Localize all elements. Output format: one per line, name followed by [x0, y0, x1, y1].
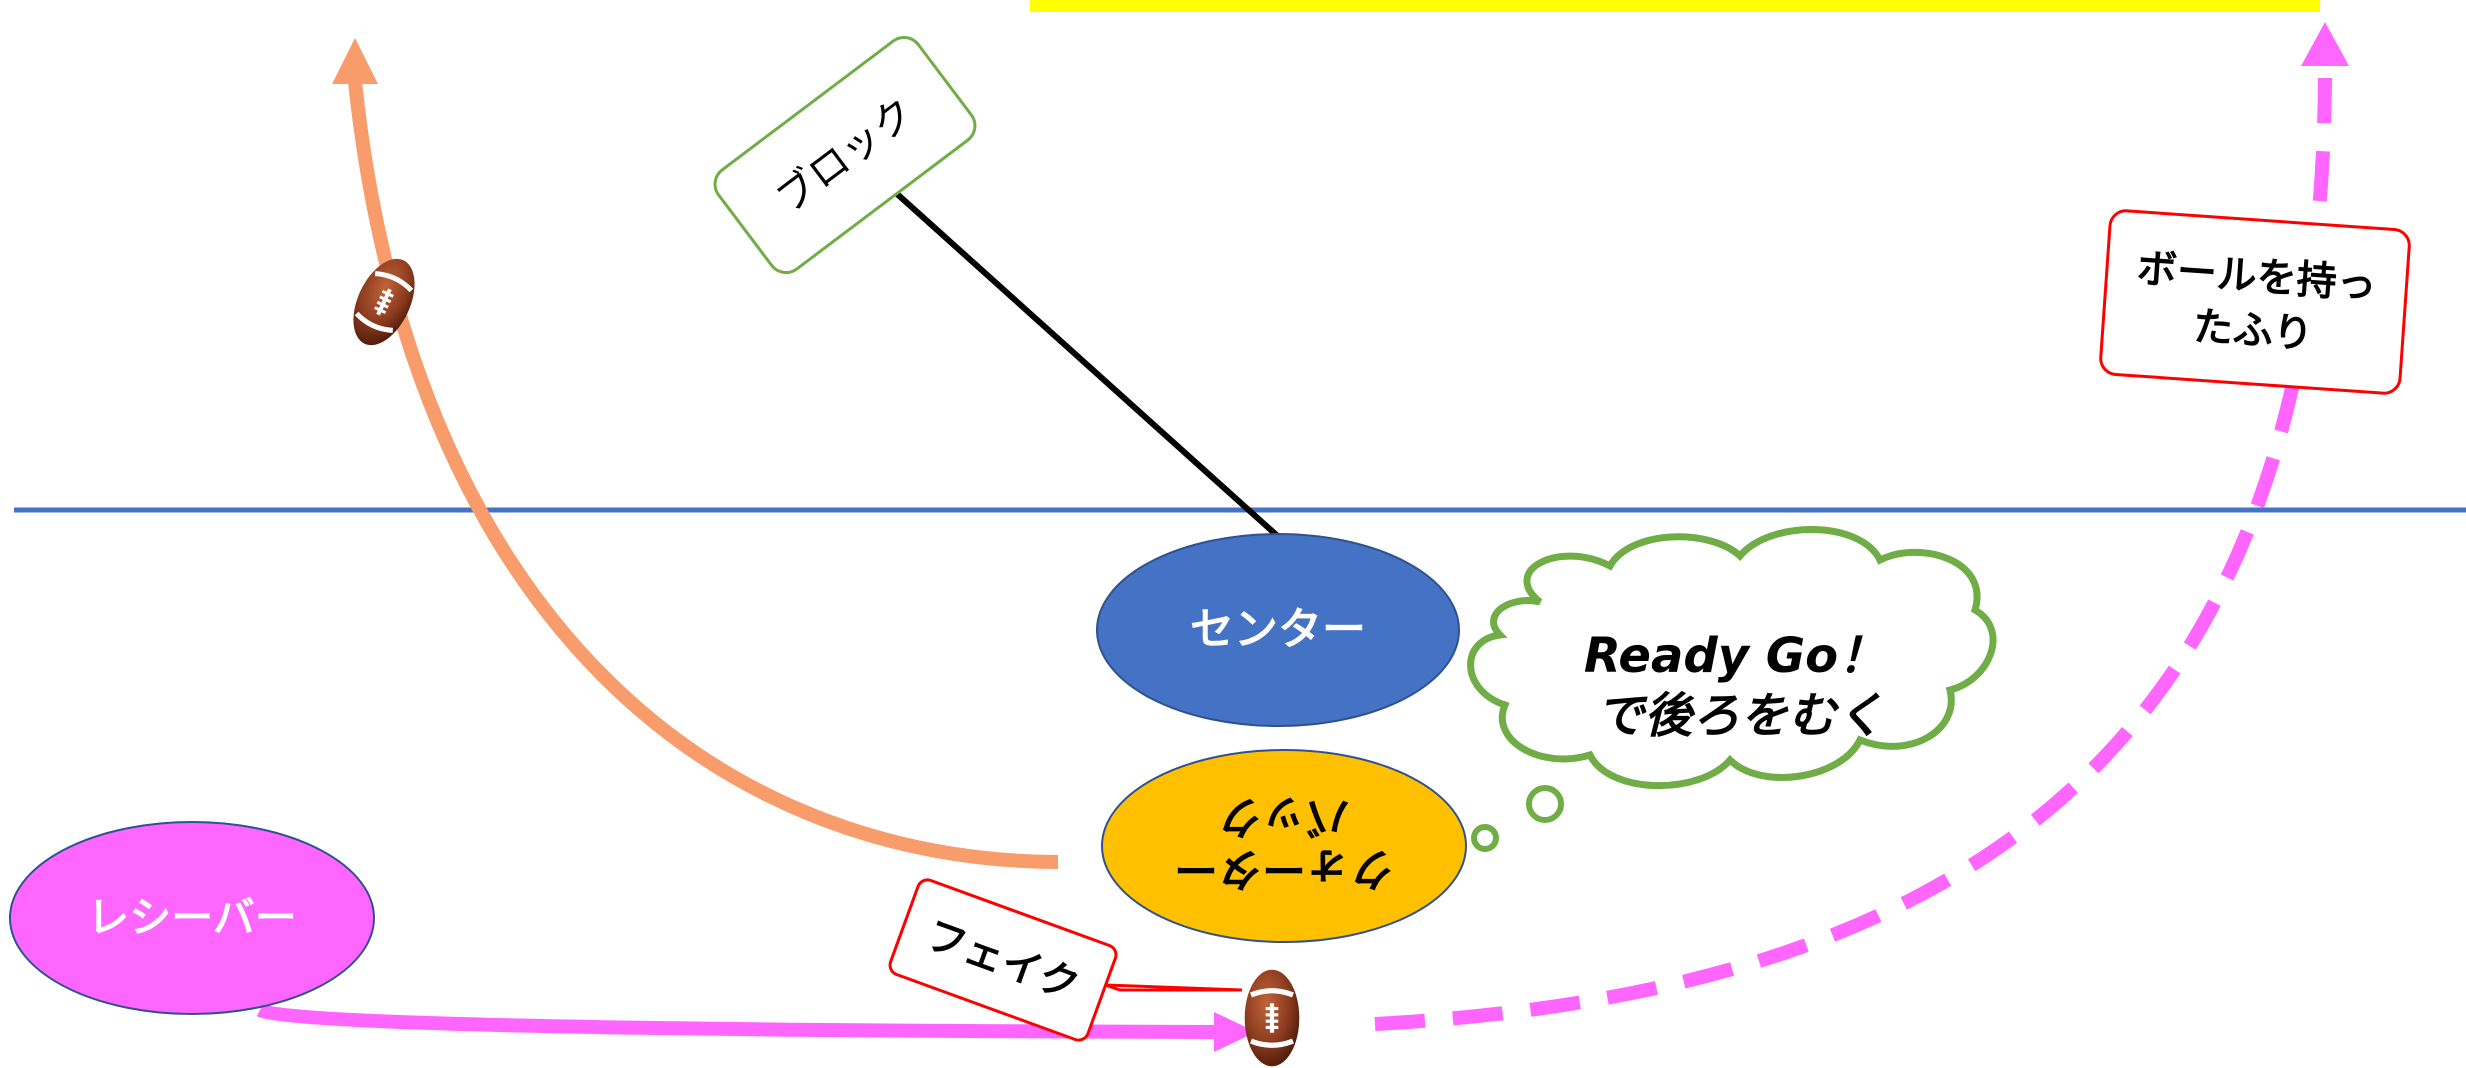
fake-callout: フェイク — [888, 878, 1243, 1042]
receiver-route-arrowhead — [1214, 1012, 1256, 1052]
block-connector — [883, 181, 1285, 543]
quarterback-player — [1101, 749, 1467, 943]
receiver-route-arrow — [256, 1003, 1221, 1039]
fake-route-arrowhead — [2301, 22, 2349, 66]
carry-callout: ボールを持っ たふり — [2099, 209, 2411, 395]
title-banner — [1030, 0, 2320, 12]
quarterback-label-line2: バック — [1218, 791, 1350, 842]
qb-route-arrowhead — [332, 38, 378, 84]
thought-text-line2: で後ろをむく — [1596, 688, 1884, 744]
center-player — [1096, 533, 1460, 727]
receiver-label: レシーバー — [87, 893, 297, 942]
thought-text-line1: Ready Go！ — [1584, 628, 1886, 684]
block-label: ブロック — [713, 35, 977, 275]
thought-cloud — [1467, 526, 1997, 852]
qb-route-arrow — [348, 81, 1059, 869]
center-label: センター — [1190, 604, 1366, 655]
football-icon — [1245, 970, 1300, 1067]
carry-callout-line2: たふり — [2192, 304, 2315, 358]
receiver-player — [9, 821, 375, 1015]
quarterback-label-line1: クォーター — [1174, 843, 1394, 894]
